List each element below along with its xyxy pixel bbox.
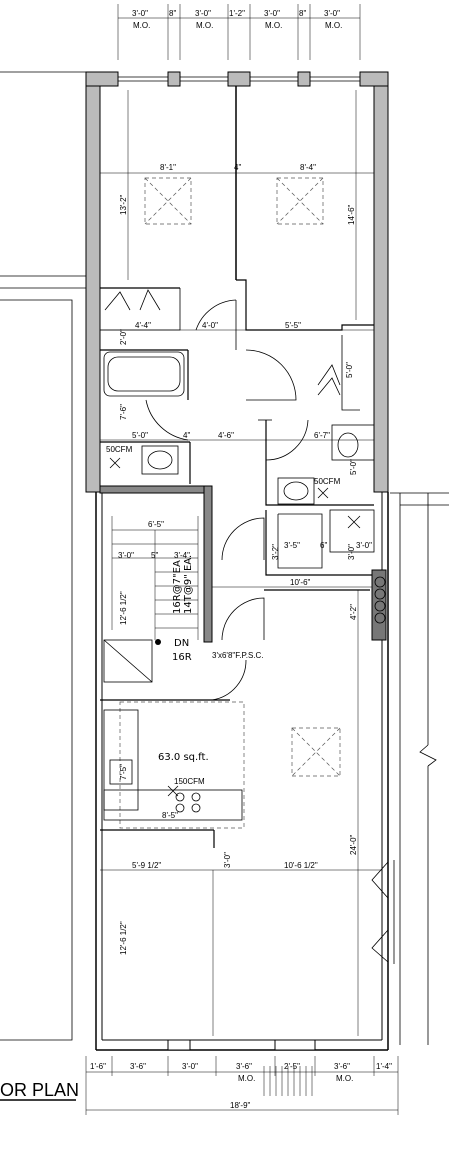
bottom-dim-7: 1'-4" <box>376 1062 392 1071</box>
exterior-walls <box>85 71 389 1051</box>
dim-living-right: 10'-6 1/2" <box>284 861 318 870</box>
bottom-mo-2: M.O. <box>336 1074 353 1083</box>
dim-closet3-gap: 6" <box>320 541 327 550</box>
stair-core: 6'-5" 3'-0" 5" 3'-4" 12'-6 1/2" 16R@7"EA… <box>99 485 265 701</box>
bottom-dim-2: 3'-6" <box>130 1062 146 1071</box>
rear-living-room: 5'-9 1/2" 3'-0" 10'-6 1/2" 24'-0" 12'-6 … <box>100 590 395 1036</box>
dim-stair-width: 6'-5" <box>148 520 164 529</box>
dim-bath2-depth: 5'-0" <box>349 459 358 475</box>
dim-shaft-width: 3'-0" <box>356 541 372 550</box>
dim-hall2-width: 10'-6" <box>290 578 311 587</box>
stair-post-icon <box>155 639 161 645</box>
dim-living-gap: 3'-0" <box>223 852 232 868</box>
adjacent-building-lines <box>0 71 449 1045</box>
dim-closet2-depth: 5'-0" <box>345 362 354 378</box>
bath2-cfm: 50CFM <box>314 477 341 486</box>
overall-width-dim: 18'-9" <box>230 1101 251 1110</box>
dim-bath1-width: 5'-0" <box>132 431 148 440</box>
dim-bath2-width: 6'-7" <box>314 431 330 440</box>
dim-corner-4: 4" <box>234 163 241 172</box>
dim-closet-depth: 2'-0" <box>119 329 128 345</box>
dim-hall-width: 4'-0" <box>202 321 218 330</box>
bath1-cfm: 50CFM <box>106 445 133 454</box>
dim-bedroom1-width: 8'-1" <box>160 163 176 172</box>
dim-closet3-width: 3'-5" <box>284 541 300 550</box>
kitchen-area-label: 63.0 sq.ft. <box>158 752 209 763</box>
bottom-dim-3: 3'-0" <box>182 1062 198 1071</box>
top-dim-6: 8" <box>299 9 306 18</box>
door-fire-rating-note: 3'x6'8"F.P.S.C. <box>212 651 264 660</box>
stair-treads-note: 14T@9" EA. <box>183 555 194 614</box>
front-bedrooms: 8'-1" 8'-4" 13'-2" 14'-6" 4" <box>100 86 374 350</box>
dim-shaft-depth: 3'-0" <box>347 544 356 560</box>
stair-dn-risers: 16R <box>172 652 192 663</box>
top-dim-2: 8" <box>169 9 176 18</box>
top-mo-2: M.O. <box>196 21 213 30</box>
kitchen-cfm: 150CFM <box>174 777 205 786</box>
kitchen: 63.0 sq.ft. 150CFM 7'-5" 8'-5" <box>103 701 341 829</box>
dim-living-depth: 12'-6 1/2" <box>119 921 128 955</box>
dim-closet3-depth: 3'-2" <box>271 544 280 560</box>
dim-kitchen-depth: 7'-5" <box>119 764 128 780</box>
bottom-dim-5: 2'-5" <box>284 1062 300 1071</box>
dim-stair-gap: 5" <box>151 551 158 560</box>
dim-hall2-depth: 4'-2" <box>349 604 358 620</box>
dim-stair-left: 3'-0" <box>118 551 134 560</box>
landing-and-shaft: 3'-2" 3'-5" 6" 3'-0" 3'-0" 10'-6" 4'-2" <box>212 509 387 641</box>
top-mo-1: M.O. <box>133 21 150 30</box>
dim-kitchen-width: 8'-5" <box>162 811 178 820</box>
top-dimension-string: 3'-0" 8" 3'-0" 1'-2" 3'-0" 8" 3'-0" M.O.… <box>117 4 361 60</box>
dim-bath1-depth: 7'-6" <box>119 404 128 420</box>
stair-risers-note: 16R@7"EA <box>172 560 183 614</box>
bottom-dim-6: 3'-6" <box>334 1062 350 1071</box>
dim-living-total-depth: 24'-0" <box>349 834 358 855</box>
top-mo-4: M.O. <box>325 21 342 30</box>
plan-title-block: OR PLAN <box>0 1080 79 1101</box>
bottom-dimension-string: 1'-6" 3'-6" 3'-0" 3'-6" 2'-5" 3'-6" 1'-4… <box>85 1056 399 1115</box>
top-dim-4: 1'-2" <box>229 9 245 18</box>
dim-bedroom2-width: 8'-4" <box>300 163 316 172</box>
bottom-mo-1: M.O. <box>238 1074 255 1083</box>
bottom-dim-4: 3'-6" <box>236 1062 252 1071</box>
dim-bedroom2-depth: 14'-6" <box>347 204 356 225</box>
dim-stair-right: 3'-4" <box>174 551 190 560</box>
bottom-dim-1: 1'-6" <box>90 1062 106 1071</box>
top-dim-1: 3'-0" <box>132 9 148 18</box>
rear-steps-hatch <box>263 1066 313 1096</box>
dim-hall-right: 5'-5" <box>285 321 301 330</box>
top-dim-5: 3'-0" <box>264 9 280 18</box>
dim-closet-width: 4'-4" <box>135 321 151 330</box>
dim-stair-depth: 12'-6 1/2" <box>119 591 128 625</box>
hall-and-baths: 4'-4" 2'-0" 4'-0" 5'-5" 7'-6" 5'-0" 4" 4… <box>100 321 375 506</box>
dim-living-left: 5'-9 1/2" <box>132 861 161 870</box>
top-dim-7: 3'-0" <box>324 9 340 18</box>
stair-dn-label: DN <box>174 638 189 649</box>
stair-treads <box>111 516 199 640</box>
top-mo-3: M.O. <box>265 21 282 30</box>
dim-hall-lower: 4'-6" <box>218 431 234 440</box>
dim-wall-4: 4" <box>183 431 190 440</box>
top-dim-3: 3'-0" <box>195 9 211 18</box>
dim-bedroom1-depth: 13'-2" <box>119 194 128 215</box>
plan-title: OR PLAN <box>0 1080 79 1100</box>
